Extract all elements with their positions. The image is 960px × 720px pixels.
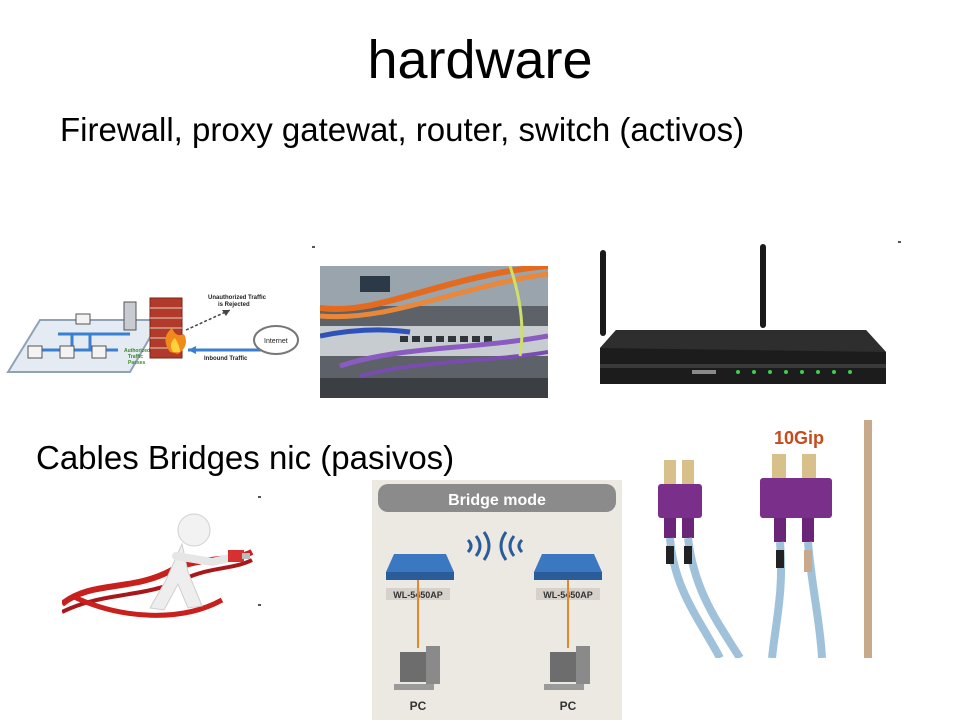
switch-photo	[320, 266, 548, 398]
router-photo	[596, 244, 890, 400]
authorized-label-2: Traffic	[128, 354, 143, 360]
firewall-diagram-image: Unauthorized Traffic is Rejected Authori…	[0, 290, 300, 380]
slide-title: hardware	[367, 30, 593, 90]
bridge-mode-diagram: Bridge mode WL-5450AP WL-5450AP PC PC	[372, 480, 622, 720]
bullet-active-devices: Firewall, proxy gatewat, router, switch …	[60, 111, 745, 148]
inbound-label: Inbound Traffic	[204, 356, 248, 362]
internet-label: Internet	[264, 338, 288, 345]
fiber-logo: 10Gip	[774, 428, 824, 448]
authorized-label: Authorized	[124, 348, 150, 354]
unauthorized-label-2: is Rejected	[218, 302, 250, 308]
bridge-title: Bridge mode	[448, 492, 546, 509]
cable-person-image	[62, 500, 258, 630]
fiber-connectors-photo: 10Gip	[650, 420, 872, 658]
pc-right-label: PC	[560, 699, 577, 713]
bullet-passive-devices: Cables Bridges nic (pasivos)	[36, 439, 455, 476]
pc-left-label: PC	[410, 699, 427, 713]
authorized-label-3: Passes	[128, 360, 145, 366]
unauthorized-label: Unauthorized Traffic	[208, 295, 267, 301]
